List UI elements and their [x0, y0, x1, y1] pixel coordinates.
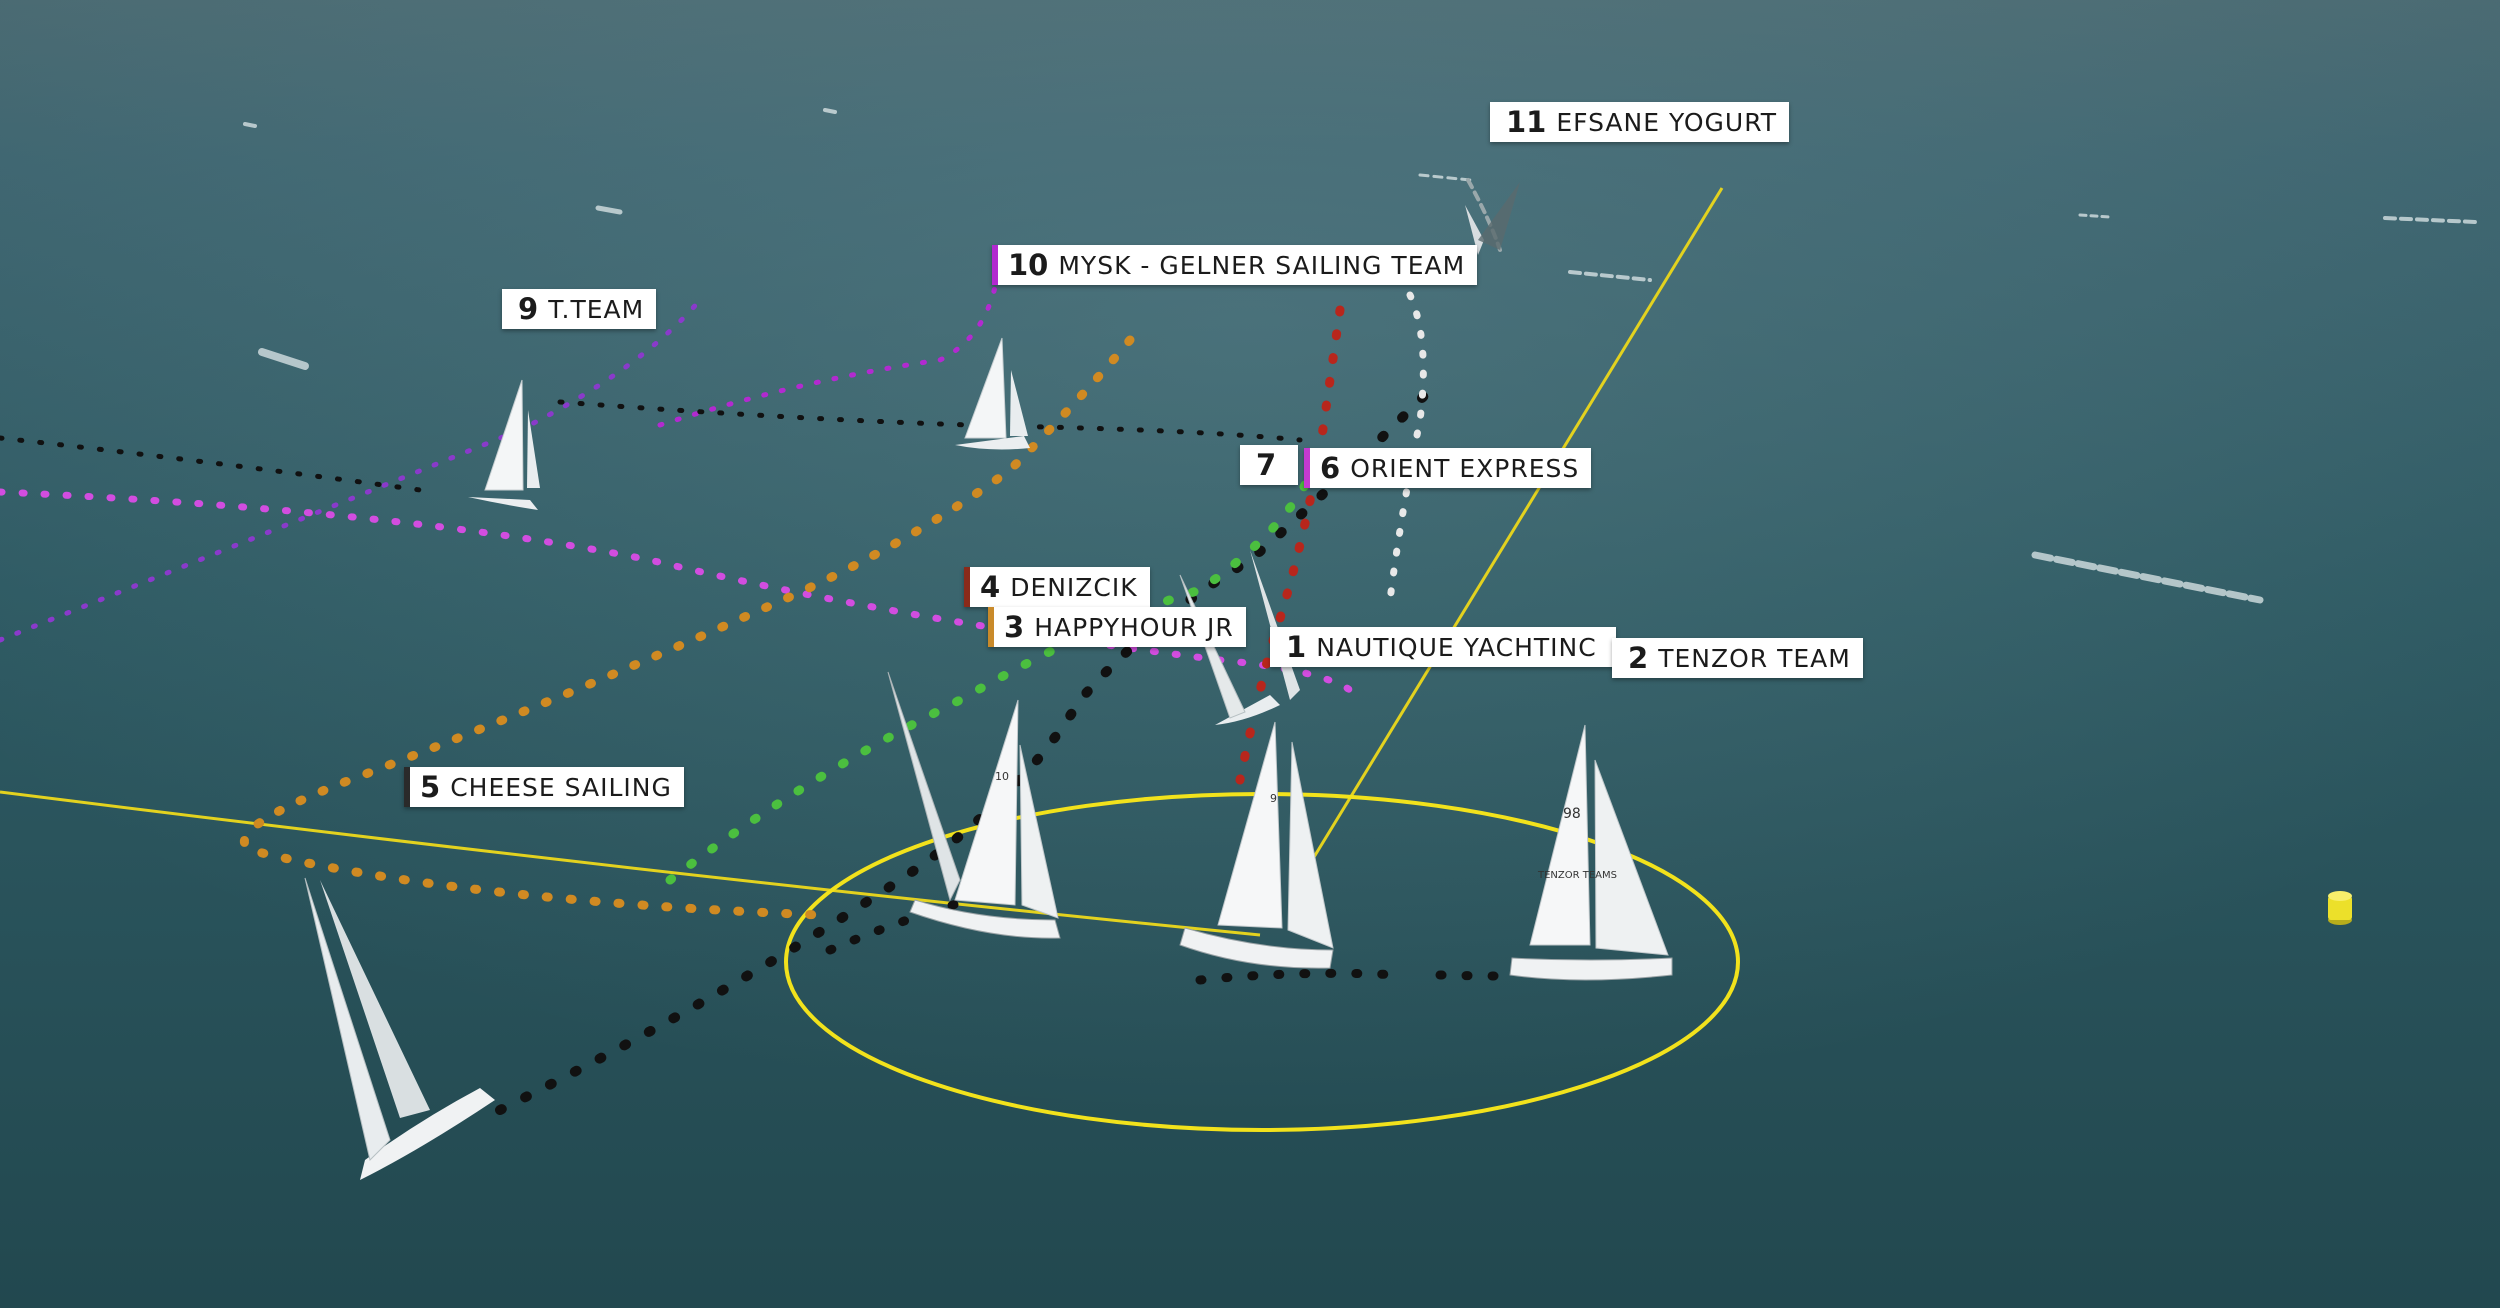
position-number: 5 [420, 770, 441, 804]
team-name: EFSANE YOGURT [1556, 107, 1778, 137]
team-name: HAPPYHOUR JR [1034, 612, 1234, 642]
label-tenzor-team[interactable]: 2 TENZOR TEAM [1612, 638, 1863, 678]
track-black-lower [825, 895, 1505, 985]
boat-mysk-gelner[interactable] [955, 337, 1030, 450]
layline-left [0, 790, 1261, 937]
track-purple [0, 297, 703, 643]
wind-arrow [2078, 213, 2112, 219]
mark-buoy [2328, 891, 2352, 925]
team-name: NAUTIQUE YACHTINC [1316, 632, 1597, 662]
team-name: ORIENT EXPRESS [1350, 453, 1580, 483]
position-number: 11 [1506, 105, 1547, 139]
label-t-team[interactable]: 9 T.TEAM [502, 289, 657, 329]
sail-number-9: 9 [1270, 792, 1277, 805]
boat-efsane-yogurt[interactable] [1465, 182, 1520, 255]
position-number: 10 [1008, 248, 1049, 282]
wind-indicators [243, 108, 2477, 604]
label-cheese-sailing[interactable]: 5 CHEESE SAILING [404, 767, 684, 807]
wind-arrow [243, 122, 257, 128]
position-number: 9 [518, 292, 539, 326]
wind-arrow [2031, 551, 2264, 604]
label-orient-express[interactable]: 6 ORIENT EXPRESS [1304, 448, 1592, 488]
position-number: 3 [1004, 610, 1025, 644]
layline-right [1298, 187, 1724, 881]
sail-number-10: 10 [995, 770, 1009, 783]
position-number: 7 [1256, 448, 1277, 482]
position-number: 2 [1628, 641, 1649, 675]
boat-t-team[interactable] [468, 379, 540, 510]
team-name: T.TEAM [548, 294, 645, 324]
track-magenta [0, 488, 1354, 694]
boat-sail-10[interactable]: 10 [887, 671, 1061, 939]
label-efsane-yogurt[interactable]: 11 EFSANE YOGURT [1490, 102, 1790, 142]
team-name: MYSK - GELNER SAILING TEAM [1058, 250, 1466, 280]
label-happyhour-jr[interactable]: 3 HAPPYHOUR JR [988, 607, 1246, 647]
team-name: CHEESE SAILING [450, 772, 672, 802]
label-denizcik[interactable]: 4 DENIZCIK [964, 567, 1150, 607]
laylines [0, 187, 1724, 937]
label-nautique-yachting[interactable]: 1 NAUTIQUE YACHTINC [1270, 627, 1616, 667]
boat-tenzor-team[interactable]: 98 TENZOR TEAMS [1509, 724, 1673, 981]
team-name: TENZOR TEAM [1658, 643, 1851, 673]
position-number: 6 [1320, 451, 1341, 485]
track-red [1235, 305, 1345, 785]
position-number: 4 [980, 570, 1001, 604]
track-white [1386, 291, 1427, 604]
sail-text-tenzor: TENZOR TEAMS [1537, 870, 1617, 881]
wind-arrow [1418, 173, 1472, 182]
track-black-upper [0, 399, 1303, 493]
track-purple-upper [657, 237, 1003, 428]
team-name: DENIZCIK [1010, 572, 1138, 602]
wind-arrow [1568, 270, 1652, 282]
wind-arrow [258, 348, 309, 370]
wind-arrow [595, 205, 623, 215]
sail-number-98: 98 [1563, 806, 1581, 822]
wind-arrow [823, 108, 837, 114]
boat-tracks [0, 178, 1505, 1115]
position-number: 1 [1286, 630, 1307, 664]
label-position-7[interactable]: 7 [1240, 445, 1299, 485]
boat-cheese-sailing[interactable] [304, 877, 495, 1180]
track-green [665, 445, 1325, 885]
wind-arrow [2383, 216, 2477, 224]
boat-sail-9[interactable]: 9 [1179, 721, 1334, 969]
track-orange [240, 335, 1135, 920]
label-mysk-gelner[interactable]: 10 MYSK - GELNER SAILING TEAM [992, 245, 1478, 285]
